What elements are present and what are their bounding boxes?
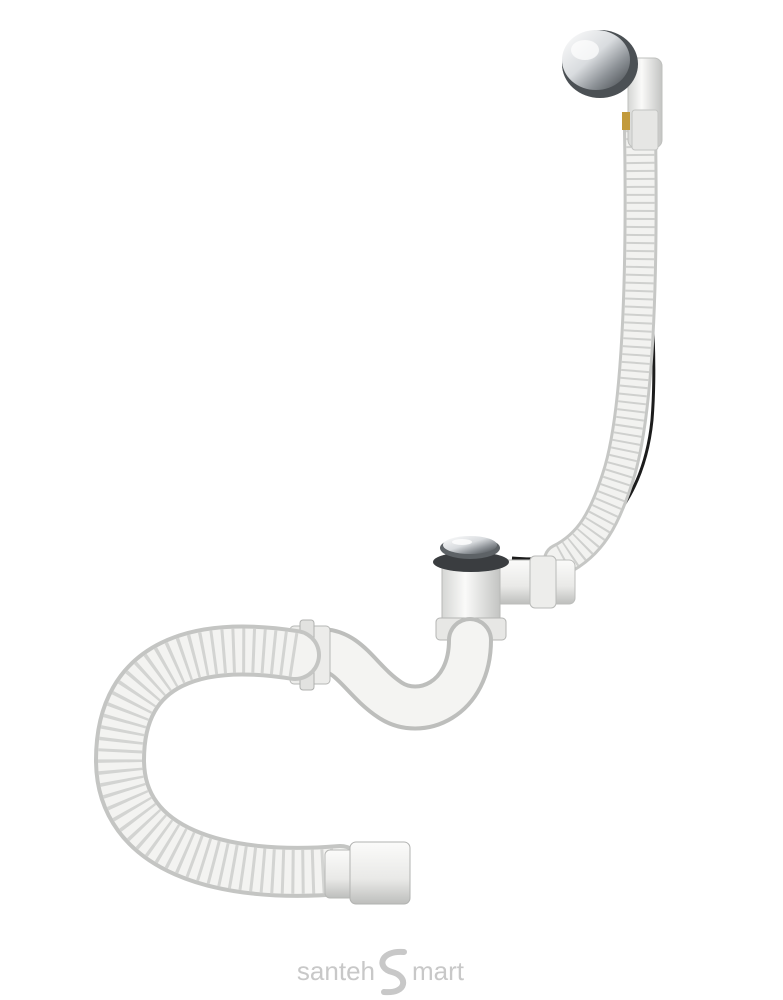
outlet-hose (93, 624, 366, 898)
overflow-fitting (622, 57, 663, 151)
horizontal-connector (494, 555, 576, 609)
drain-chrome-plug (440, 536, 500, 559)
outlet-adapter (324, 841, 411, 905)
overflow-chrome-cap (562, 30, 638, 98)
overflow-hose (543, 113, 658, 577)
